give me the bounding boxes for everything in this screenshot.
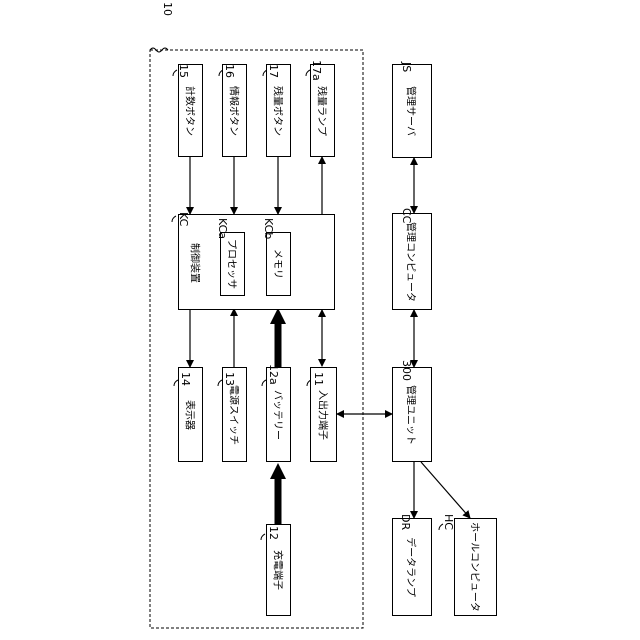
display-ref: 14 — [179, 372, 192, 386]
memory-block: メモリ — [266, 232, 291, 296]
control-device-block: 制御装置 プロセッサ メモリ — [178, 214, 335, 310]
count-button-label: 計数ボタン — [183, 86, 198, 136]
mgmt-unit-label: 管理ユニット — [405, 385, 420, 445]
power-battery-to-control-head — [270, 308, 286, 324]
mgmt-server-block: 管理サーバ — [392, 64, 432, 158]
mgmt-computer-label: 管理コンピュータ — [405, 222, 420, 302]
power-switch-ref: 13 — [223, 372, 236, 386]
processor-ref: KCa — [216, 218, 229, 239]
memory-ref: KCb — [262, 218, 275, 239]
battery-label: バッテリー — [271, 390, 286, 440]
info-button-label: 情報ボタン — [227, 86, 242, 136]
hall-computer-label: ホールコンピュータ — [468, 522, 483, 612]
power-charge-to-battery-head — [270, 463, 286, 479]
power-switch-label: 電源スイッチ — [227, 385, 242, 445]
arrow-unit-to-hallcomputer — [421, 462, 470, 518]
charge-terminal-ref: 12 — [267, 526, 280, 540]
data-lamp-label: データランプ — [405, 537, 420, 597]
io-terminal-label: 入出力端子 — [316, 390, 331, 440]
device-ref-label: 10 — [161, 2, 174, 16]
data-lamp-ref: DR — [399, 514, 412, 530]
battery-ref: 12a — [267, 364, 280, 385]
memory-label: メモリ — [271, 249, 286, 279]
mgmt-unit-ref: 300 — [400, 360, 413, 381]
processor-label: プロセッサ — [225, 239, 240, 289]
balance-lamp-label: 残量ランプ — [315, 86, 330, 136]
balance-lamp-ref: 17a — [310, 60, 323, 81]
mgmt-server-ref: JS — [400, 62, 413, 72]
charge-terminal-label: 充電端子 — [271, 550, 286, 590]
processor-block: プロセッサ — [220, 232, 245, 296]
mgmt-computer-block: 管理コンピュータ — [392, 213, 432, 310]
balance-button-label: 残量ボタン — [271, 86, 286, 136]
control-device-label: 制御装置 — [189, 243, 204, 283]
mgmt-server-label: 管理サーバ — [405, 86, 420, 136]
data-lamp-block: データランプ — [392, 518, 432, 616]
balance-button-ref: 17 — [267, 64, 280, 78]
count-button-ref: 15 — [177, 64, 190, 78]
control-device-ref: KC — [177, 212, 190, 226]
display-label: 表示器 — [183, 400, 198, 430]
hall-computer-ref: HC — [442, 514, 455, 530]
mgmt-unit-block: 管理ユニット — [392, 367, 432, 462]
hall-computer-block: ホールコンピュータ — [454, 518, 497, 616]
info-button-ref: 16 — [223, 64, 236, 78]
mgmt-computer-ref: CC — [400, 208, 413, 223]
io-terminal-ref: 11 — [312, 372, 325, 386]
